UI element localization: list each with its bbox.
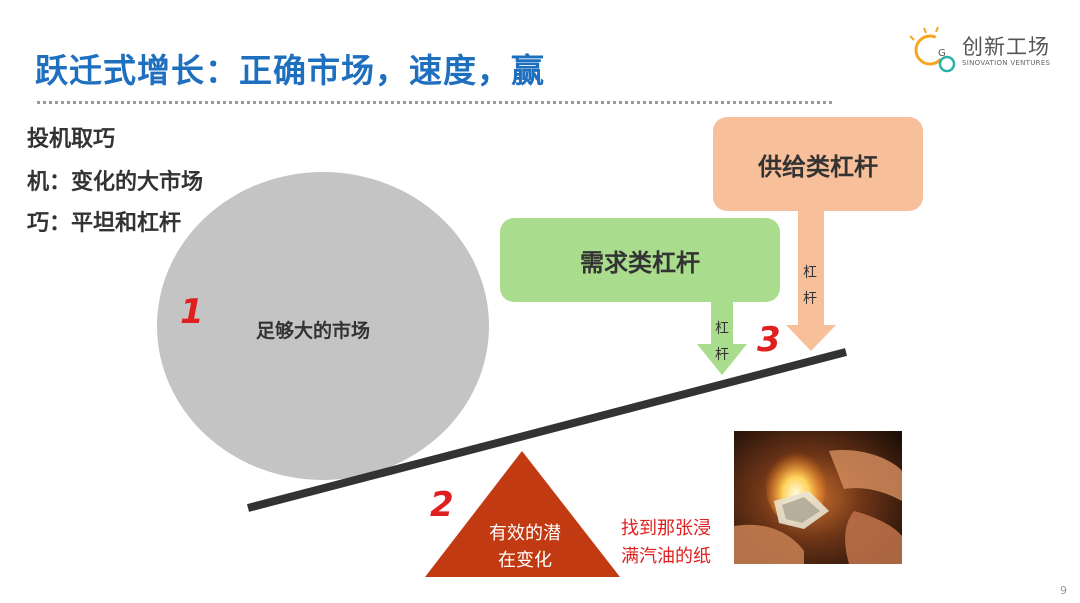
fulcrum-label-line-2: 在变化 [498, 550, 552, 571]
demand-lever-box: 需求类杠杆 [500, 218, 780, 302]
logo-name: 创新工场 [962, 35, 1050, 59]
demand-arrow-char-1: 杠 [715, 321, 729, 337]
supply-number: 3 [757, 320, 781, 360]
title-divider [37, 101, 832, 104]
page-number: 9 [1060, 584, 1067, 597]
paper-caption-line-1: 找到那张浸 [621, 518, 711, 539]
side-list-item-2: 机：变化的大市场 [27, 170, 204, 195]
market-label: 足够大的市场 [256, 320, 371, 342]
svg-text:G: G [938, 48, 946, 59]
supply-lever-box: 供给类杠杆 [713, 117, 923, 211]
burning-paper-photo [734, 431, 902, 564]
fulcrum-label-line-1: 有效的潜 [489, 523, 561, 544]
market-number: 1 [180, 292, 204, 332]
supply-arrow-char-2: 杆 [803, 291, 817, 307]
slide-title: 跃迁式增长：正确市场，速度，赢 [35, 51, 545, 90]
sinovation-logo-icon: G [909, 26, 956, 73]
fulcrum-number: 2 [430, 485, 454, 525]
side-list-item-3: 巧：平坦和杠杆 [27, 211, 182, 236]
paper-caption: 找到那张浸 满汽油的纸 [621, 515, 731, 571]
paper-caption-line-2: 满汽油的纸 [621, 546, 711, 567]
lever-bar [246, 348, 848, 512]
supply-arrow-icon [786, 211, 836, 351]
market-circle [157, 172, 489, 480]
fulcrum-label: 有效的潜 在变化 [470, 520, 580, 574]
side-list-item-1: 投机取巧 [27, 127, 116, 152]
supply-arrow-char-1: 杠 [803, 265, 817, 281]
fulcrum-triangle [425, 451, 620, 577]
demand-arrow-char-2: 杆 [715, 347, 729, 363]
demand-arrow-icon [697, 302, 747, 375]
logo-subtitle: SINOVATION VENTURES [962, 59, 1051, 67]
